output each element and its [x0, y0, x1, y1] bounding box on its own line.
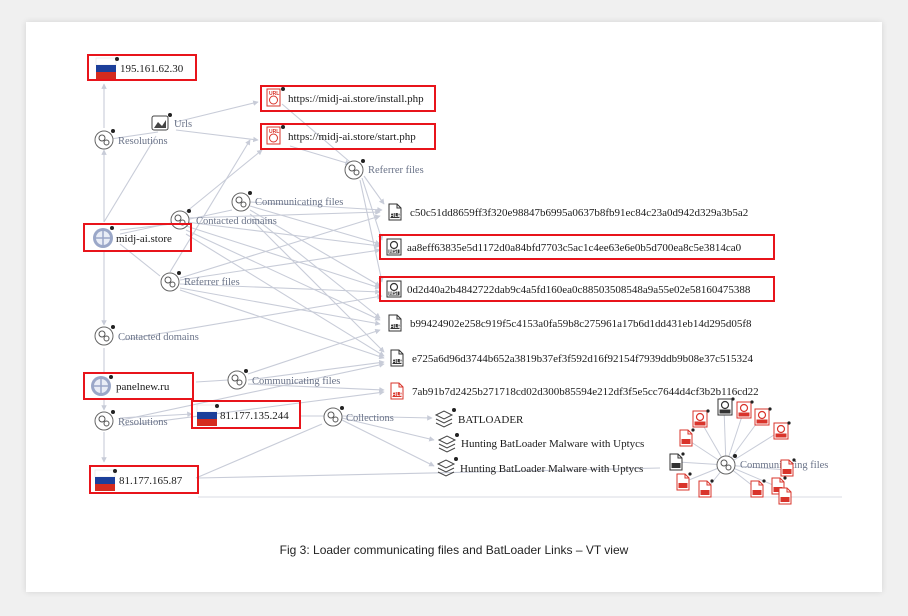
svg-text:URL: URL: [269, 91, 279, 97]
msi-icon[interactable]: [717, 397, 735, 416]
file-icon[interactable]: [778, 487, 792, 505]
file-icon[interactable]: [698, 479, 714, 498]
msi-icon[interactable]: [736, 400, 754, 419]
file-icon: FILE: [390, 382, 404, 400]
msi-node-aa8e[interactable]: MSI aa8eff63835e5d1172d0a84bfd7703c5ac1c…: [379, 234, 775, 260]
relation-communicating-files-1[interactable]: Communicating files: [231, 191, 343, 212]
relation-label: Contacted domains: [118, 332, 199, 343]
ip-node-81-177-165-87[interactable]: 81.177.165.87: [89, 465, 199, 494]
svg-text:MSI: MSI: [389, 291, 399, 297]
msi-icon[interactable]: [773, 421, 791, 440]
svg-text:URL: URL: [269, 129, 279, 135]
relation-label: Referrer files: [184, 277, 240, 288]
relation-resolutions-2[interactable]: Resolutions: [94, 410, 168, 431]
flag-ru-icon: [196, 404, 218, 427]
relation-contacted-domains-1[interactable]: Contacted domains: [170, 209, 277, 230]
relation-label: Communicating files: [252, 376, 340, 387]
node-label: 7ab91b7d2425b271718cd02d300b85594e212df3…: [412, 386, 759, 398]
node-label: 0d2d40a2b4842722dab9c4a5fd160ea0c8850350…: [407, 284, 751, 296]
globe-icon: [90, 375, 112, 397]
relation-contacted-domains-2[interactable]: Contacted domains: [94, 325, 199, 346]
file-node-e725[interactable]: FILE e725a6d96d3744b652a3819b37ef3f592d1…: [390, 349, 753, 367]
file-icon[interactable]: [771, 476, 787, 495]
ip-node-81-177-135-244[interactable]: 81.177.135.244: [191, 400, 301, 429]
node-label: https://midj-ai.store/install.php: [288, 93, 424, 105]
collection-node-batloader[interactable]: BATLOADER: [435, 408, 524, 428]
relation-label: Referrer files: [368, 165, 424, 176]
node-label: midj-ai.store: [116, 233, 172, 245]
node-label: BATLOADER: [458, 414, 524, 426]
relation-referrer-files-1[interactable]: Referrer files: [344, 159, 424, 180]
relation-label: Contacted domains: [196, 216, 277, 227]
relation-referrer-files-2[interactable]: Referrer files: [160, 271, 240, 292]
stack-icon: [437, 459, 455, 477]
svg-text:FILE: FILE: [392, 359, 403, 365]
file-icon[interactable]: [780, 458, 796, 477]
file-icon[interactable]: [750, 479, 766, 498]
file-node-c50c[interactable]: FILE c50c51dd8659ff3f320e98847b6995a0637…: [388, 203, 748, 221]
stack-icon: [435, 410, 453, 428]
file-node-7ab9[interactable]: FILE 7ab91b7d2425b271718cd02d300b85594e2…: [390, 382, 759, 400]
node-label: Hunting BatLoader Malware with Uptycs: [460, 463, 643, 475]
node-label: aa8eff63835e5d1172d0a84bfd7703c5ac1c4ee6…: [407, 242, 742, 254]
svg-text:MSI: MSI: [389, 249, 399, 255]
relation-label: Urls: [174, 119, 192, 130]
figure-caption: Fig 3: Loader communicating files and Ba…: [279, 543, 629, 557]
node-label: panelnew.ru: [116, 381, 170, 393]
relation-label: Communicating files: [255, 197, 343, 208]
url-icon: URL: [266, 126, 281, 145]
file-icon[interactable]: [679, 428, 695, 447]
url-icon: URL: [266, 88, 281, 107]
url-node-start[interactable]: URL https://midj-ai.store/start.php: [260, 123, 436, 150]
node-label: 81.177.135.244: [220, 410, 289, 422]
url-node-install[interactable]: URL https://midj-ai.store/install.php: [260, 85, 436, 112]
node-label: b99424902e258c919f5c4153a0fa59b8c275961a…: [410, 318, 752, 330]
msi-icon: MSI: [386, 280, 402, 298]
collection-node-hunting-2[interactable]: Hunting BatLoader Malware with Uptycs: [437, 457, 643, 477]
globe-icon: [92, 227, 114, 249]
file-icon: FILE: [388, 203, 402, 221]
node-label: 195.161.62.30: [120, 63, 184, 75]
relation-collections[interactable]: Collections: [323, 406, 394, 427]
relation-label: Collections: [346, 413, 394, 424]
file-cluster: [669, 397, 796, 505]
msi-icon[interactable]: [692, 409, 710, 428]
node-label: e725a6d96d3744b652a3819b37ef3f592d16f921…: [412, 353, 753, 365]
file-icon[interactable]: [669, 452, 685, 471]
svg-text:FILE: FILE: [392, 392, 403, 398]
relation-urls[interactable]: Urls: [151, 113, 192, 131]
file-icon[interactable]: [676, 472, 692, 491]
domain-node-panelnew-ru[interactable]: panelnew.ru: [83, 372, 194, 400]
ip-node-195-161-62-30[interactable]: 195.161.62.30: [87, 54, 197, 81]
msi-node-0d2d[interactable]: MSI 0d2d40a2b4842722dab9c4a5fd160ea0c885…: [379, 276, 775, 302]
relation-resolutions-1[interactable]: Resolutions: [94, 129, 168, 150]
file-icon: FILE: [388, 314, 402, 332]
node-label: c50c51dd8659ff3f320e98847b6995a0637b8fb9…: [410, 207, 748, 219]
relation-label: Resolutions: [118, 136, 168, 147]
svg-text:FILE: FILE: [390, 324, 401, 330]
relation-communicating-files-2[interactable]: Communicating files: [227, 369, 340, 390]
file-node-b994[interactable]: FILE b99424902e258c919f5c4153a0fa59b8c27…: [388, 314, 752, 332]
relation-label: Resolutions: [118, 417, 168, 428]
domain-node-midj-ai-store[interactable]: midj-ai.store: [83, 223, 192, 252]
file-icon: FILE: [390, 349, 404, 367]
collection-node-hunting-1[interactable]: Hunting BatLoader Malware with Uptycs: [438, 433, 644, 453]
flag-ru-icon: [94, 469, 116, 492]
node-label: 81.177.165.87: [119, 475, 183, 487]
flag-ru-icon: [95, 57, 117, 80]
svg-text:FILE: FILE: [390, 213, 401, 219]
stack-icon: [438, 435, 456, 453]
node-label: https://midj-ai.store/start.php: [288, 131, 416, 143]
msi-icon[interactable]: [754, 407, 772, 426]
msi-icon: MSI: [386, 238, 402, 256]
node-label: Hunting BatLoader Malware with Uptycs: [461, 438, 644, 450]
